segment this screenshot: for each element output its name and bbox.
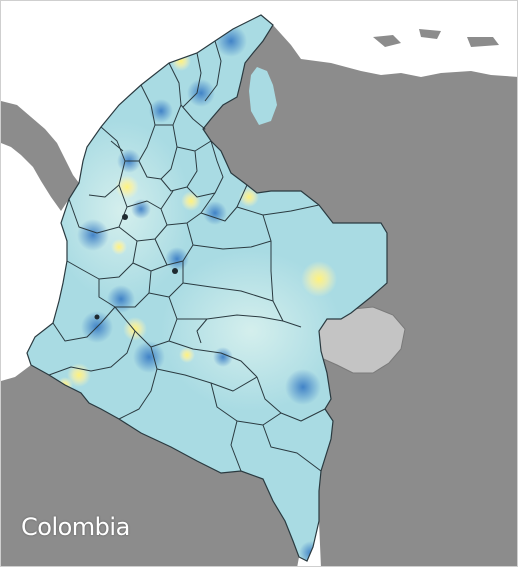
city-markers <box>94 214 178 320</box>
caribbean-islands <box>373 29 499 47</box>
map-title: Colombia <box>21 513 130 541</box>
neighbor-land-southwest <box>1 365 299 566</box>
neighbor-land-east <box>203 25 517 566</box>
neighbor-land-panama <box>1 101 79 211</box>
department-boundaries <box>48 40 326 472</box>
colombia-outline <box>26 14 388 562</box>
lake-maracaibo <box>249 67 277 125</box>
